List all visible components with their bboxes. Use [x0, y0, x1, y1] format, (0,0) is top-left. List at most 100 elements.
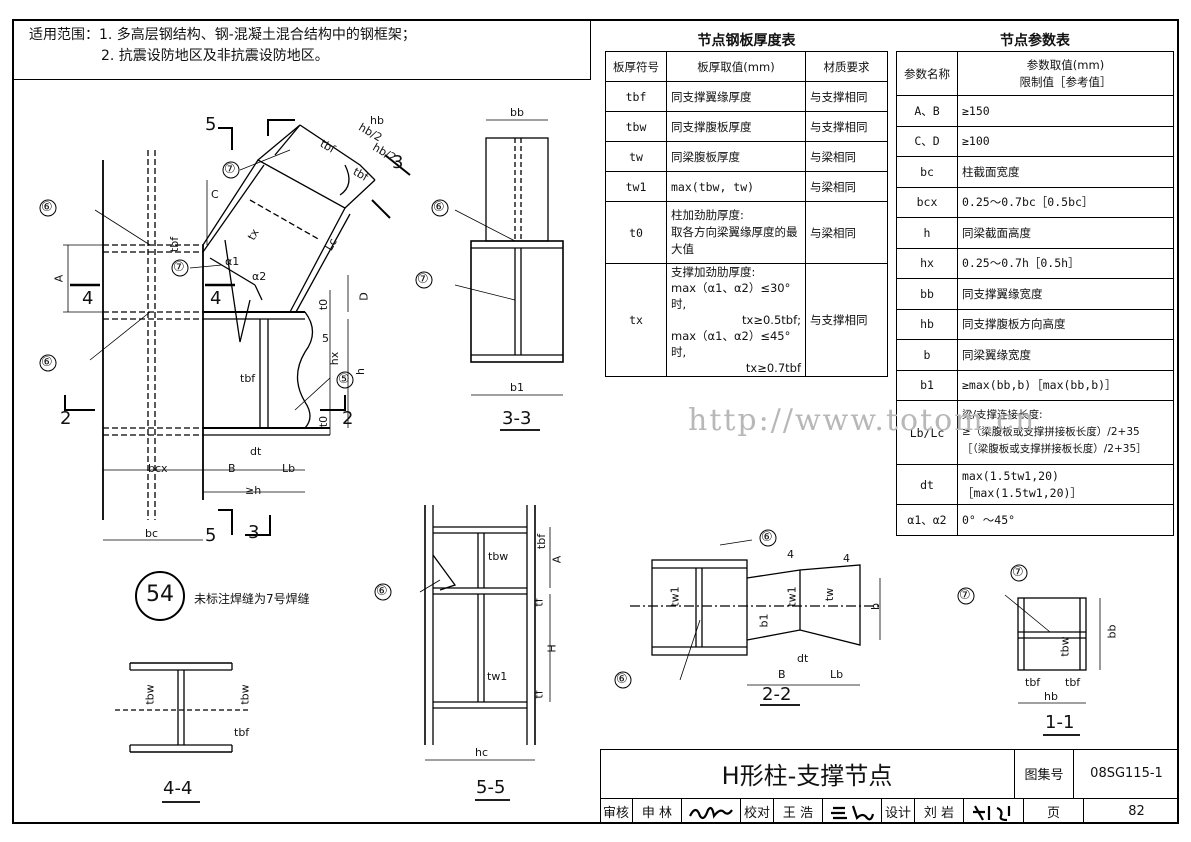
- signature-icon: [972, 804, 1010, 821]
- label-tbw-5-5: tbw: [488, 550, 509, 563]
- label-hb: hb: [370, 114, 384, 127]
- plate-material: 与梁相同: [805, 141, 888, 172]
- plate-value-line: max（α1、α2）≤45° 时,: [671, 329, 791, 359]
- section-mark-4-left: 4: [82, 288, 94, 309]
- note-text: 未标注焊缝为7号焊缝: [194, 592, 310, 606]
- param-name: α1、α2: [896, 504, 958, 536]
- param-header-value-line: 限制值［参考值］: [1019, 74, 1112, 89]
- reviewer-name: 申 林: [633, 799, 682, 824]
- label-hc-5-5: hc: [475, 746, 489, 759]
- label-tx: tx: [245, 226, 262, 243]
- label-tbf-1-1-left: tbf: [1025, 676, 1041, 689]
- param-value: 同梁翼缘宽度: [957, 339, 1174, 371]
- caption-3-3: 3-3: [502, 408, 532, 429]
- section-2-2: [614, 529, 881, 706]
- label-b1-2-2: b1: [757, 613, 771, 628]
- plate-symbol: t0: [605, 201, 667, 264]
- param-name: bcx: [896, 186, 958, 218]
- label-a-5-5: A: [550, 555, 564, 564]
- plate-value: 同梁腹板厚度: [666, 141, 806, 172]
- caption-4-4: 4-4: [163, 778, 193, 799]
- title-block: [600, 749, 1179, 824]
- label-bc: bc: [145, 527, 159, 540]
- atlas-number: 08SG115-1: [1074, 749, 1179, 799]
- watermark: http://www.totom.cn: [688, 403, 1037, 438]
- label-c: C: [211, 188, 219, 201]
- param-header-value-line: 参数取值(mm): [1026, 57, 1105, 72]
- page-label: 页: [1024, 799, 1084, 824]
- section-mark-5-top: 5: [205, 114, 217, 135]
- caption-1-1: 1-1: [1045, 712, 1075, 733]
- label-bb-1-1: bb: [1105, 624, 1119, 639]
- label-lb: Lb: [282, 462, 296, 475]
- plate-table-title: 节点钢板厚度表: [697, 33, 796, 49]
- param-value-line: ［max(1.5tw1,20)］: [962, 485, 1082, 500]
- section-mark-4-right: 4: [210, 288, 222, 309]
- scope-line-1: 适用范围：1. 多高层钢结构、钢-混凝土混合结构中的钢框架；: [29, 27, 416, 43]
- param-value: 同梁截面高度: [957, 217, 1174, 249]
- label-b-cap-2-2: B: [778, 668, 786, 681]
- designer-name: 刘 岩: [915, 799, 964, 824]
- weld-6-icon: ⑥: [761, 530, 773, 545]
- section-mark-5-bottom: 5: [205, 525, 217, 546]
- section-1-1: [957, 564, 1101, 736]
- weld-7-icon: ⑦: [224, 162, 236, 177]
- plate-header-material: 材质要求: [805, 51, 888, 82]
- param-value-line: ≥（梁腹板或支撑拼接板长度）/2+35: [962, 426, 1140, 438]
- plate-value: max(tbw, tw): [666, 171, 806, 202]
- plate-value: 同支撑翼缘厚度: [666, 81, 806, 112]
- param-value: 梁/支撑连接长度: ≥（梁腹板或支撑拼接板长度）/2+35 ［（梁腹板或支撑拼接板长…: [957, 400, 1174, 465]
- param-header-value: 参数取值(mm) 限制值［参考值］: [957, 51, 1174, 96]
- section-5-5: [374, 505, 551, 801]
- label-tbf-1-1-right: tbf: [1065, 676, 1081, 689]
- checker-name: 王 浩: [774, 799, 823, 824]
- signature-icon: [689, 806, 733, 819]
- signature-row: 审核 申 林 校对 王 浩 设计 刘 岩 页 82: [600, 799, 1189, 824]
- label-tbf-4-4: tbf: [234, 726, 250, 739]
- label-5-small: 5: [322, 332, 329, 345]
- label-t0-bottom: t0: [317, 415, 331, 428]
- signature-icon: [831, 805, 875, 820]
- plate-value-line: 柱加劲肋厚度:: [671, 208, 744, 222]
- param-name: b1: [896, 369, 958, 401]
- weld-6-icon: ⑥: [41, 355, 53, 370]
- section-mark-2-right: 2: [342, 408, 354, 429]
- weld-7-icon: ⑦: [173, 260, 185, 275]
- param-value-line: 梁/支撑连接长度:: [962, 409, 1043, 421]
- label-a: A: [52, 274, 66, 283]
- label-fillet-4b: 4: [843, 552, 850, 565]
- label-tw1-5-5: tw1: [487, 670, 508, 683]
- label-h: h: [353, 368, 367, 375]
- plate-symbol: tbf: [605, 81, 667, 112]
- plate-material: 与支撑相同: [805, 263, 888, 377]
- check-label: 校对: [741, 799, 774, 824]
- label-lc: Lc: [322, 235, 340, 254]
- plate-value-line: 支撑加劲肋厚度:: [671, 265, 756, 279]
- plate-value: 支撑加劲肋厚度: max（α1、α2）≤30° 时, tx≥0.5tbf; ma…: [666, 263, 806, 377]
- caption-5-5: 5-5: [476, 777, 506, 798]
- param-name: hb: [896, 308, 958, 340]
- label-lb-2-2: Lb: [830, 668, 844, 681]
- plate-value: 柱加劲肋厚度: 取各方向梁翼缘厚度的最大值: [666, 201, 806, 264]
- label-tbf-col: tbf: [168, 236, 182, 253]
- weld-6-icon: ⑥: [616, 672, 628, 687]
- param-value-line: ［（梁腹板或支撑拼接板长度）/2+35］: [962, 443, 1147, 455]
- section-mark-2-left: 2: [60, 408, 72, 429]
- designer-signature: [964, 799, 1024, 824]
- plate-value-line: 取各方向梁翼缘厚度的最大值: [671, 225, 798, 256]
- label-tf-5-5-top: tf: [532, 598, 546, 607]
- param-value-line: max(1.5tw1,20): [962, 468, 1059, 483]
- section-mark-3-bottom: 3: [248, 522, 260, 543]
- review-label: 审核: [600, 799, 633, 824]
- label-alpha2: α2: [252, 270, 267, 283]
- scope-note: 适用范围：1. 多高层钢结构、钢-混凝土混合结构中的钢框架； 2. 抗震设防地区…: [13, 20, 591, 80]
- weld-6-icon: ⑥: [433, 200, 445, 215]
- design-label: 设计: [882, 799, 915, 824]
- label-fillet-4a: 4: [787, 548, 794, 561]
- weld-7-icon: ⑦: [1012, 565, 1024, 580]
- weld-6-icon: ⑥: [376, 584, 388, 599]
- label-bcx: bcx: [148, 462, 168, 475]
- plate-value: 同支撑腹板厚度: [666, 111, 806, 142]
